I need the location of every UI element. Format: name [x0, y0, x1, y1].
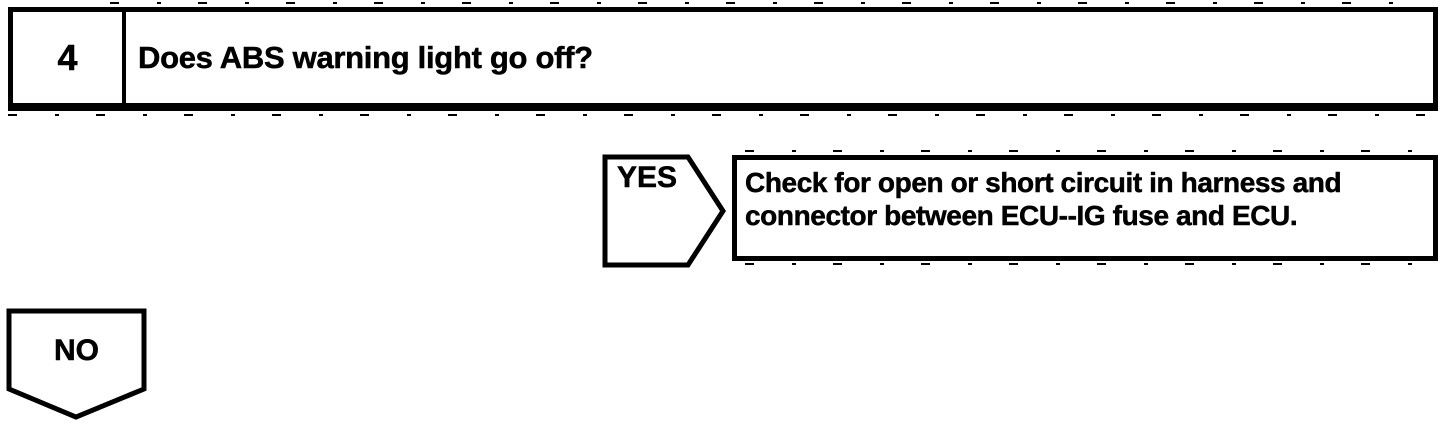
step-number-cell: 4	[13, 12, 126, 103]
scan-artifact-line	[745, 150, 1425, 152]
yes-label: YES	[616, 161, 678, 194]
yes-connector-shape	[602, 154, 726, 268]
yes-action-line-2: connector between ECU--IG fuse and ECU.	[745, 200, 1298, 232]
yes-action-box: Check for open or short circuit in harne…	[732, 155, 1438, 261]
yes-action-line-1: Check for open or short circuit in harne…	[745, 167, 1342, 199]
scan-artifact-line	[8, 114, 1438, 116]
question-box: 4 Does ABS warning light go off?	[8, 7, 1438, 111]
scan-artifact-line	[110, 2, 1430, 4]
step-number: 4	[57, 36, 78, 78]
question-text: Does ABS warning light go off?	[138, 39, 594, 75]
no-label: NO	[54, 334, 100, 367]
scan-artifact-line	[745, 263, 1425, 265]
no-connector-shape	[6, 308, 147, 420]
